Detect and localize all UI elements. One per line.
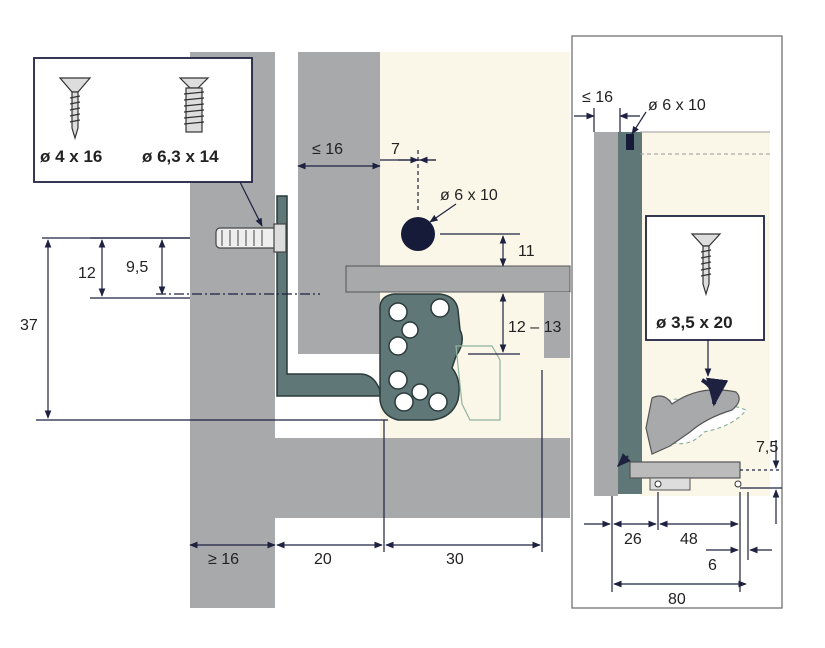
- dim-max16-right: ≤ 16: [582, 89, 613, 106]
- dim-min16-bottom: ≥ 16: [208, 551, 239, 568]
- dim-dowel-right: ø 6 x 10: [648, 97, 706, 114]
- screw-left-label: ø 4 x 16: [40, 147, 102, 166]
- fixing-screw: [215, 223, 287, 253]
- drawer-side-panel: [298, 52, 380, 354]
- dim-twelve: 12: [78, 265, 96, 282]
- clip-screw-icon: [690, 233, 722, 297]
- right-dowel: [626, 134, 634, 150]
- runner-ball-bearings: [388, 298, 450, 412]
- dim-fortyeight: 48: [680, 531, 698, 548]
- rotate-arrow: [700, 377, 729, 407]
- screw-right-label: ø 6,3 x 14: [142, 147, 219, 166]
- dim-twentysix: 26: [624, 531, 642, 548]
- dim-seven: 7: [391, 141, 400, 158]
- dim-thirty: 30: [446, 551, 464, 568]
- drawer-bottom-panel: [345, 265, 571, 293]
- dim-twenty: 20: [314, 551, 332, 568]
- drawer-back-strip: [544, 292, 570, 358]
- dim-12-13: 12 – 13: [508, 319, 561, 336]
- dim-dowel-6x10: ø 6 x 10: [440, 187, 498, 204]
- clip-screw-label: ø 3,5 x 20: [656, 313, 733, 332]
- dim-seven-five: 7,5: [756, 439, 778, 456]
- dowel-hole: [401, 217, 435, 251]
- runner-clip-outline: [455, 345, 501, 421]
- euro-screw-icon: [178, 77, 210, 133]
- wood-screw-icon: [58, 77, 92, 141]
- dim-thirtyseven: 37: [20, 317, 38, 334]
- lower-shelf: [275, 438, 570, 518]
- dim-nine-five: 9,5: [126, 259, 148, 276]
- dim-max16-top: ≤ 16: [312, 141, 343, 158]
- dim-six: 6: [708, 557, 717, 574]
- screws-callout-leader: [239, 181, 263, 227]
- right-rail-profile: [618, 132, 642, 494]
- dim-eleven: 11: [518, 243, 535, 260]
- clip-base: [629, 461, 741, 479]
- dim-eighty: 80: [668, 591, 686, 608]
- right-front-panel: [594, 132, 618, 496]
